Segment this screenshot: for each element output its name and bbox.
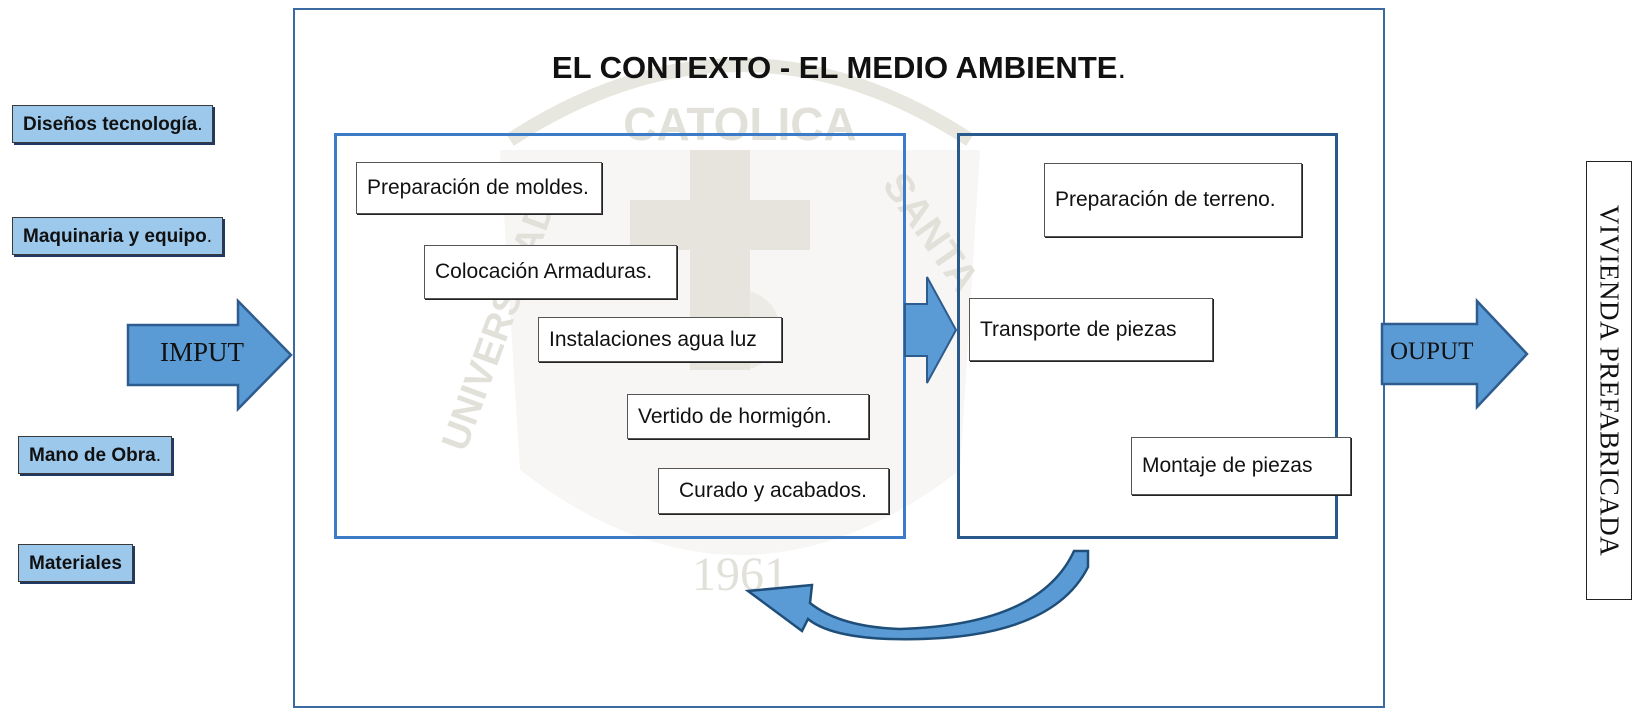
step-reinforcement-placement: Colocación Armaduras.	[424, 245, 677, 299]
return-curved-arrow	[744, 549, 1090, 641]
step-terrain-preparation: Preparación de terreno.	[1044, 163, 1302, 237]
output-arrow-label: OUPUT	[1390, 338, 1474, 365]
input-label-designs: Diseños tecnología.	[12, 105, 214, 143]
input-label-materials: Materiales	[18, 544, 133, 582]
process-flow-arrow	[904, 276, 958, 384]
site-process-box	[957, 133, 1338, 539]
context-title: EL CONTEXTO - EL MEDIO AMBIENTE.	[551, 50, 1127, 85]
input-label-labor: Mano de Obra.	[18, 436, 172, 474]
step-curing-finishing: Curado y acabados.	[658, 468, 889, 514]
result-prefab-house: VIVIENDA PREFABRICADA	[1586, 161, 1632, 600]
step-concrete-pouring: Vertido de hormigón.	[627, 394, 869, 439]
step-piece-assembly: Montaje de piezas	[1131, 437, 1351, 495]
output-arrow	[1380, 298, 1529, 410]
step-water-light-installations: Instalaciones agua luz	[538, 317, 782, 362]
input-label-machinery: Maquinaria y equipo.	[12, 217, 223, 255]
step-piece-transport: Transporte de piezas	[969, 298, 1213, 361]
input-arrow	[126, 298, 293, 412]
step-mold-preparation: Preparación de moldes.	[356, 162, 602, 214]
input-arrow-label: IMPUT	[160, 337, 245, 367]
result-label: VIVIENDA PREFABRICADA	[1594, 204, 1625, 557]
